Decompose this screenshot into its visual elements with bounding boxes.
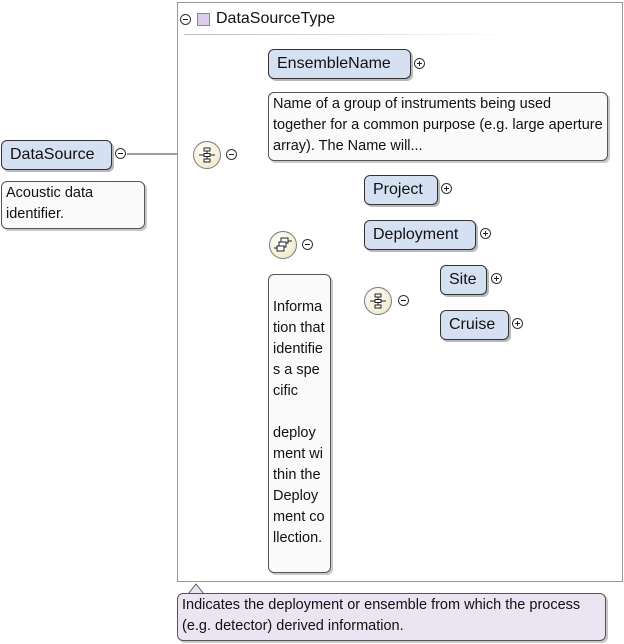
collapse-sequence-icon[interactable]: [226, 149, 237, 160]
element-cruise[interactable]: Cruise: [440, 310, 509, 340]
datasource-annotation-text: Acoustic data identifier.: [6, 185, 94, 222]
collapse-deployment-group-icon[interactable]: [302, 239, 313, 250]
type-annotation-text: Indicates the deployment or ensemble fro…: [182, 597, 581, 634]
element-site-label: Site: [449, 271, 477, 288]
element-ensemblename-label: EnsembleName: [277, 55, 391, 72]
element-datasource-label: DataSource: [10, 146, 95, 163]
complex-type-icon: [197, 12, 210, 26]
site-choice-compositor[interactable]: [364, 287, 392, 315]
datasource-annotation: Acoustic data identifier.: [1, 181, 145, 229]
expand-ensemblename-icon[interactable]: [414, 58, 425, 69]
sequence-compositor[interactable]: [193, 141, 221, 169]
element-cruise-label: Cruise: [449, 316, 496, 333]
element-ensemblename[interactable]: EnsembleName: [268, 49, 411, 79]
type-annotation: Indicates the deployment or ensemble fro…: [177, 593, 606, 641]
deployment-group-annotation: Information that identifies a specific d…: [268, 274, 331, 573]
group-ref-icon: [274, 237, 292, 252]
expand-deployment-icon[interactable]: [480, 228, 491, 239]
element-project-label: Project: [373, 181, 423, 198]
expand-cruise-icon[interactable]: [512, 318, 523, 329]
element-site[interactable]: Site: [440, 265, 487, 295]
element-datasource[interactable]: DataSource: [1, 140, 112, 170]
collapse-datasource-icon[interactable]: [115, 148, 126, 159]
deployment-group-annotation-text: Information that identifies a specific d…: [273, 299, 325, 546]
sequence-compositor-icon: [199, 147, 215, 163]
expand-site-icon[interactable]: [491, 273, 502, 284]
collapse-type-icon[interactable]: [180, 13, 191, 25]
element-deployment-label: Deployment: [373, 226, 459, 243]
type-header: DataSourceType: [180, 8, 335, 30]
element-deployment[interactable]: Deployment: [364, 220, 476, 250]
ensemblename-annotation: Name of a group of instruments being use…: [268, 92, 608, 161]
sequence-compositor-icon: [370, 293, 386, 309]
element-project[interactable]: Project: [364, 175, 438, 205]
ensemblename-annotation-text: Name of a group of instruments being use…: [273, 96, 603, 154]
complex-type-frame: [177, 2, 623, 582]
type-title: DataSourceType: [216, 10, 336, 27]
deployment-group-compositor[interactable]: [269, 231, 297, 259]
type-header-divider: [184, 34, 514, 35]
expand-project-icon[interactable]: [441, 183, 452, 194]
type-annotation-pointer: [187, 583, 205, 595]
collapse-site-choice-icon[interactable]: [398, 295, 409, 306]
